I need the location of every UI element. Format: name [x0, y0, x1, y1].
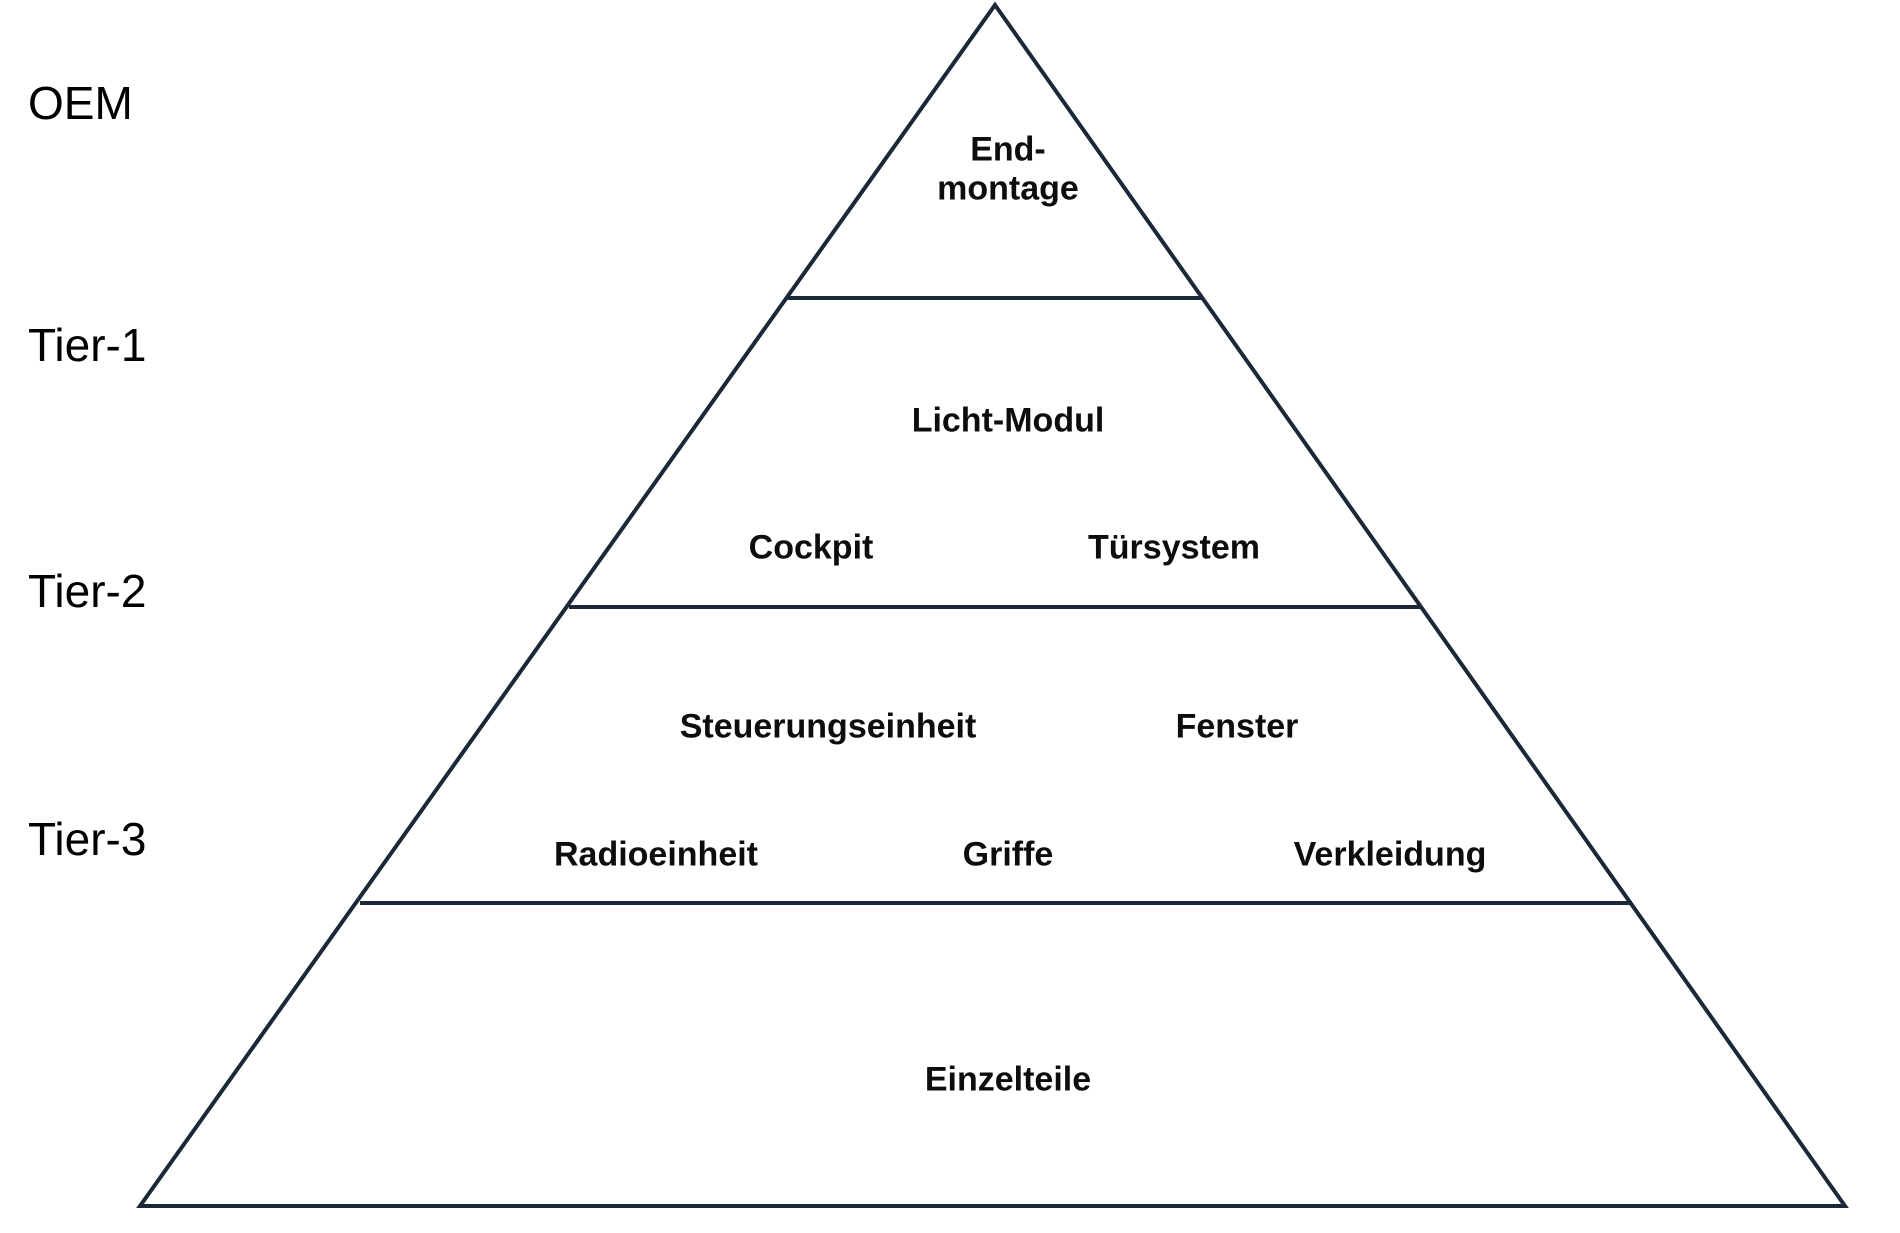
pyramid-node-verkleidung: Verkleidung [1293, 835, 1487, 874]
pyramid-node-einzelteile: Einzelteile [924, 1060, 1092, 1099]
pyramid-node-tuersystem: Türsystem [1088, 528, 1260, 567]
pyramid-node-end-montage: End- montage [937, 130, 1079, 208]
tier-label-tier-2: Tier-2 [28, 565, 147, 617]
tier-label-oem: OEM [28, 77, 133, 129]
pyramid-node-fenster: Fenster [1175, 707, 1299, 746]
tier-label-tier-1: Tier-1 [28, 319, 147, 371]
pyramid-node-steuerungseinheit: Steuerungseinheit [679, 707, 977, 746]
pyramid-node-radioeinheit: Radioeinheit [553, 835, 759, 874]
pyramid-node-griffe: Griffe [962, 835, 1054, 874]
tier-label-tier-3: Tier-3 [28, 813, 147, 865]
pyramid-node-licht-modul: Licht-Modul [911, 401, 1105, 440]
pyramid-node-cockpit: Cockpit [748, 528, 874, 567]
